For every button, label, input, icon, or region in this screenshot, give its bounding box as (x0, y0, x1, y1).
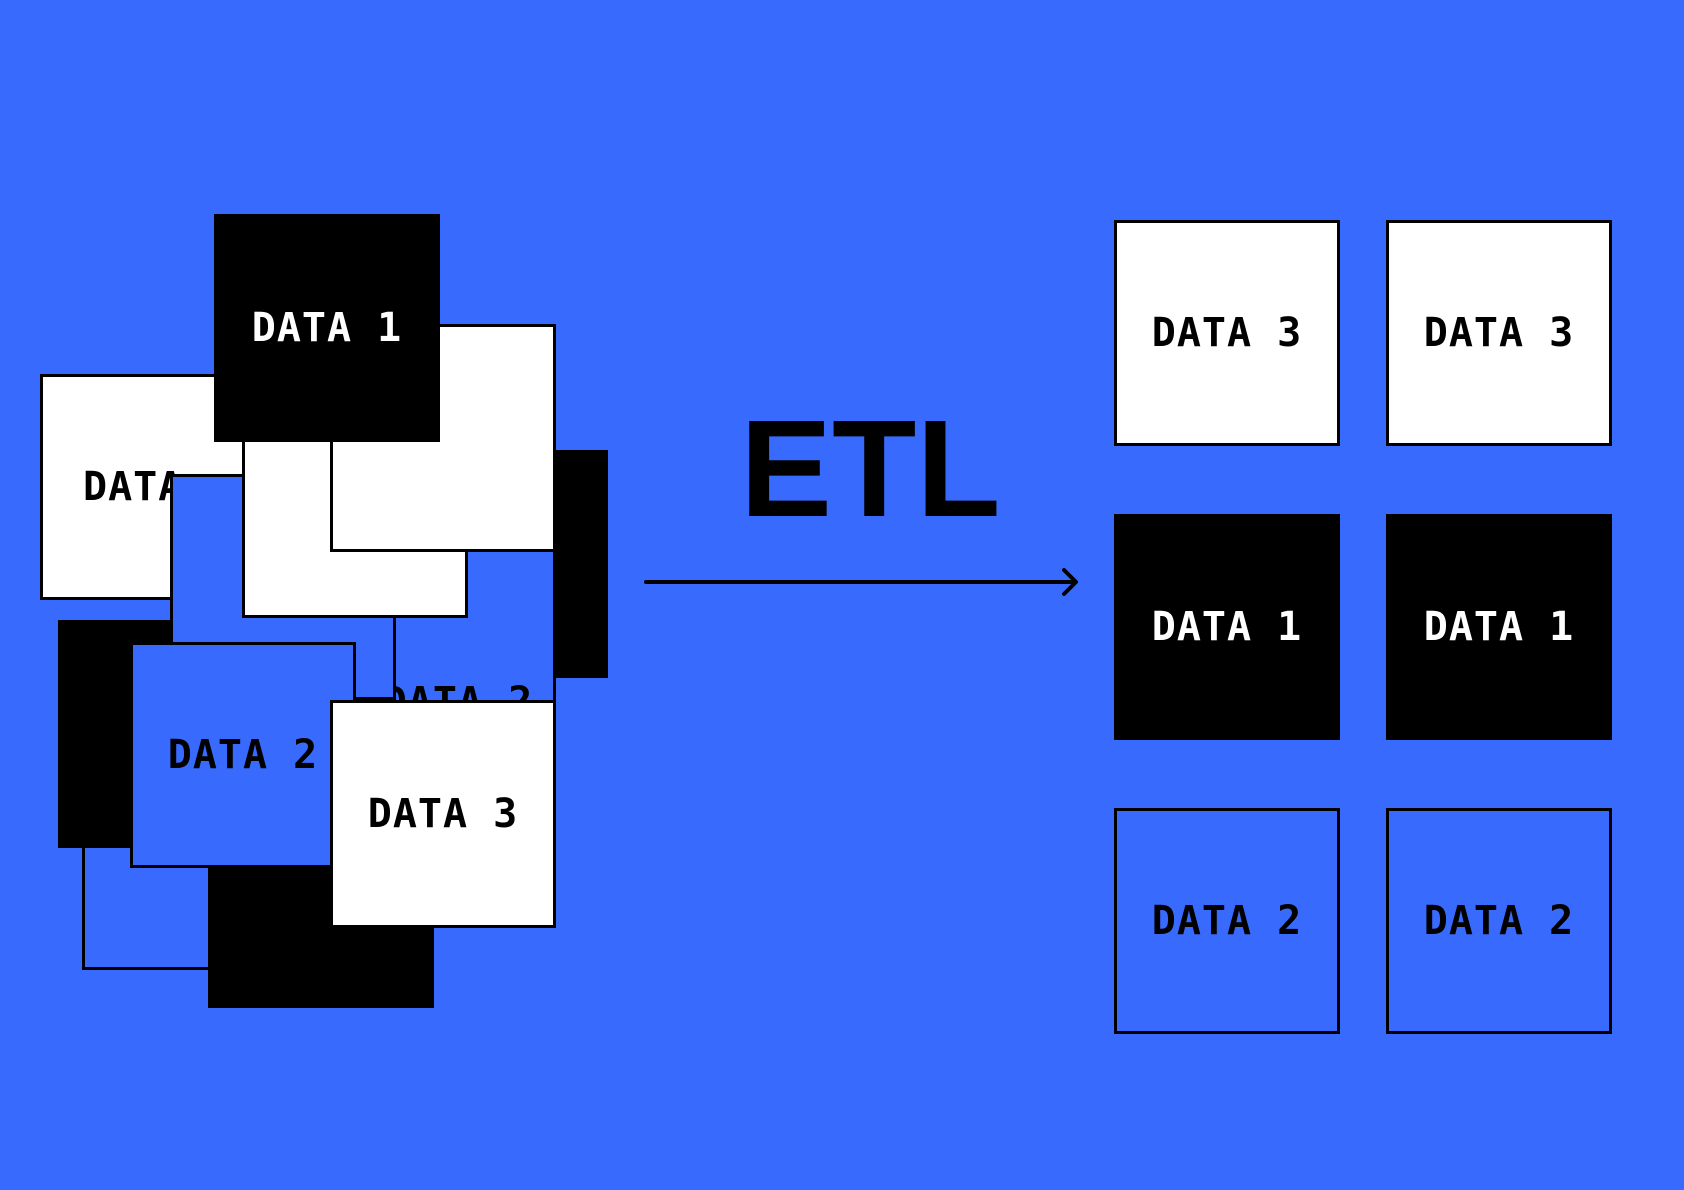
grid-card-data1-a: DATA 1 (1114, 514, 1340, 740)
pile-card-label: DATA (83, 464, 184, 510)
pile-card-data2: DATA 2 (130, 642, 356, 868)
pile-card-label: DATA 3 (367, 791, 519, 837)
right-arrow-icon (644, 568, 1078, 596)
etl-label: ETL (740, 392, 1001, 546)
grid-card-label: DATA 3 (1423, 310, 1575, 356)
grid-card-label: DATA 3 (1151, 310, 1303, 356)
pile-card-data3: DATA 3 (330, 700, 556, 928)
grid-card-label: DATA 2 (1423, 898, 1575, 944)
grid-card-label: DATA 2 (1151, 898, 1303, 944)
grid-card-data2-b: DATA 2 (1386, 808, 1612, 1034)
grid-card-label: DATA 1 (1423, 604, 1575, 650)
grid-card-data2-a: DATA 2 (1114, 808, 1340, 1034)
grid-card-data1-b: DATA 1 (1386, 514, 1612, 740)
grid-card-data3-a: DATA 3 (1114, 220, 1340, 446)
pile-card-data1: DATA 1 (214, 214, 440, 442)
grid-card-label: DATA 1 (1151, 604, 1303, 650)
grid-card-data3-b: DATA 3 (1386, 220, 1612, 446)
pile-card-label: DATA 2 (167, 732, 319, 778)
pile-card-label: DATA 1 (251, 305, 403, 351)
